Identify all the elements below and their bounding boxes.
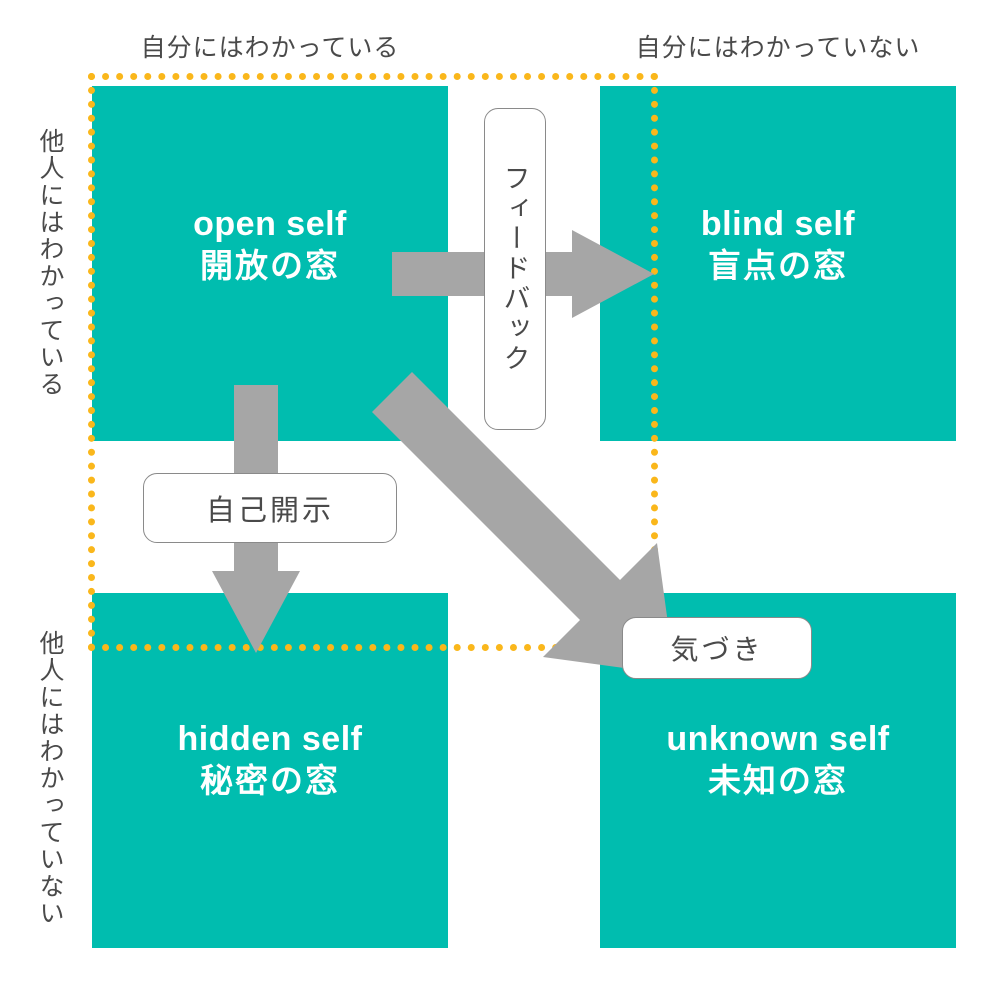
- axis-label-unknown-to-others: 他人にはわかっていない: [36, 630, 64, 927]
- quadrant-unknown-self-title-en: unknown self: [666, 719, 890, 758]
- quadrant-hidden-self-title-jp: 秘密の窓: [200, 762, 340, 800]
- quadrant-hidden-self: hidden self 秘密の窓: [92, 593, 448, 948]
- axis-label-known-to-others: 他人にはわかっている: [36, 128, 64, 398]
- quadrant-hidden-self-title-en: hidden self: [177, 719, 363, 758]
- callout-feedback: フィードバック: [484, 108, 546, 430]
- axis-label-unknown-to-self: 自分にはわかっていない: [635, 34, 921, 62]
- quadrant-open-self-title-jp: 開放の窓: [200, 247, 340, 285]
- quadrant-open-self-title-en: open self: [193, 204, 347, 243]
- callout-self-disclosure: 自己開示: [143, 473, 397, 543]
- callout-awareness: 気づき: [622, 617, 812, 679]
- awareness-arrow-icon: [372, 372, 675, 675]
- quadrant-blind-self: blind self 盲点の窓: [600, 86, 956, 441]
- quadrant-blind-self-title-jp: 盲点の窓: [707, 247, 848, 285]
- axis-label-known-to-self: 自分にはわかっている: [140, 34, 400, 62]
- quadrant-unknown-self-title-jp: 未知の窓: [707, 762, 848, 800]
- quadrant-blind-self-title-en: blind self: [700, 204, 856, 243]
- quadrant-open-self: open self 開放の窓: [92, 86, 448, 441]
